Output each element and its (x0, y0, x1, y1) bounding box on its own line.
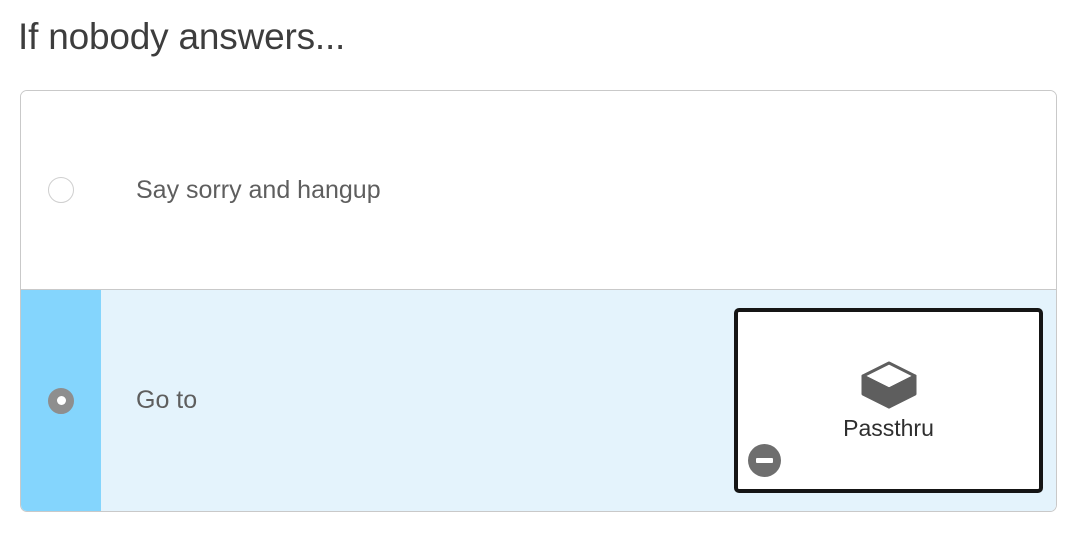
option-label: Go to (136, 386, 198, 414)
option-row-body: Say sorry and hangup (101, 91, 1056, 289)
radio-dot (56, 396, 66, 405)
cube-icon (861, 361, 916, 408)
minus-bar (756, 458, 773, 463)
radio-gutter[interactable] (21, 91, 101, 289)
option-row-body-selected: Go to Passthru (101, 290, 1056, 511)
target-card-label: Passthru (843, 414, 934, 441)
options-panel: Say sorry and hangup Go to Passthru (20, 90, 1057, 512)
page-title: If nobody answers... (18, 16, 346, 57)
radio-checked-icon[interactable] (48, 387, 74, 414)
radio-unchecked-icon[interactable] (48, 177, 74, 203)
option-row-go-to[interactable]: Go to Passthru (21, 290, 1056, 511)
radio-gutter-selected[interactable] (21, 290, 101, 511)
target-card-passthru[interactable]: Passthru (734, 308, 1043, 493)
option-label: Say sorry and hangup (136, 175, 381, 204)
minus-circle-icon[interactable] (748, 444, 781, 477)
option-row-say-sorry-and-hangup[interactable]: Say sorry and hangup (21, 91, 1056, 290)
